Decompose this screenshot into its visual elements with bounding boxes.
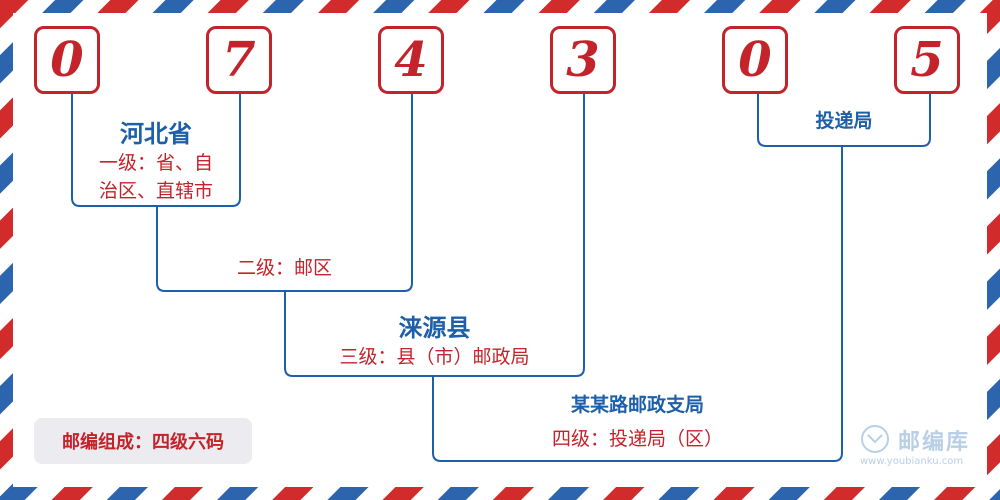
level2-label: 二级：邮区: [157, 254, 412, 282]
composition-badge: 邮编组成：四级六码: [34, 418, 252, 464]
level3-desc: 三级：县（市）邮政局: [339, 346, 530, 368]
level4-label: 某某路邮政支局 四级：投递局（区）: [433, 390, 842, 453]
connector-level3: [284, 94, 585, 377]
level4-desc: 四级：投递局（区）: [551, 428, 723, 450]
composition-badge-text: 邮编组成：四级六码: [62, 432, 224, 453]
delivery-name: 投递局: [815, 110, 873, 132]
digit-5: 0: [738, 32, 772, 88]
digit-box-5: 0: [722, 26, 788, 94]
digit-box-2: 7: [206, 26, 272, 94]
digit-3: 4: [394, 32, 428, 88]
connector-delivery: [757, 94, 931, 147]
level3-name: 涞源县: [398, 314, 471, 342]
digit-1: 0: [50, 32, 84, 88]
level3-label: 涞源县 三级：县（市）邮政局: [285, 308, 584, 371]
level1-desc-line1: 一级：省、自: [98, 152, 213, 174]
delivery-label: 投递局: [758, 106, 930, 133]
level2-desc: 二级：邮区: [236, 257, 332, 279]
digit-4: 3: [566, 32, 600, 88]
digit-box-6: 5: [894, 26, 960, 94]
digit-box-3: 4: [378, 26, 444, 94]
digit-box-4: 3: [550, 26, 616, 94]
connector-level4: [432, 146, 843, 462]
level1-label: 河北省 一级：省、自 治区、直辖市: [72, 114, 240, 205]
watermark-url: www.youbianku.com: [860, 456, 964, 467]
digit-6: 5: [910, 32, 944, 88]
level1-name: 河北省: [120, 120, 192, 148]
envelope-icon: [861, 425, 889, 453]
digit-box-1: 0: [34, 26, 100, 94]
level4-name: 某某路邮政支局: [570, 394, 704, 416]
digit-2: 7: [222, 32, 256, 88]
watermark-name: 邮编库: [898, 430, 971, 455]
level1-desc-line2: 治区、直辖市: [98, 180, 213, 202]
